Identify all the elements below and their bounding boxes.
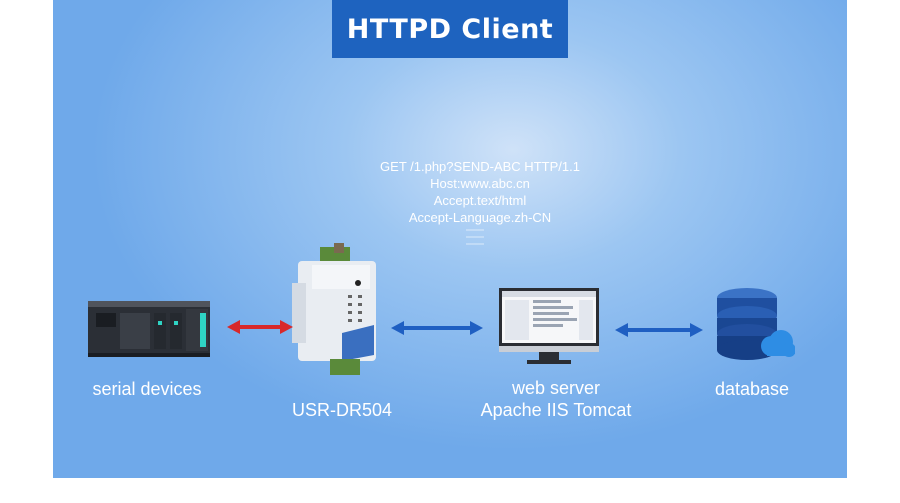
label-apache-iis-tomcat: Apache IIS Tomcat <box>480 400 632 420</box>
request-line-4: Accept-Language.zh-CN <box>408 210 552 225</box>
title-banner: HTTPD Client <box>332 0 568 58</box>
request-line-3: Accept.text/html <box>433 193 527 208</box>
arrow-server-database <box>615 323 703 337</box>
request-line-2: Host:www.abc.cn <box>430 176 530 191</box>
web-server-monitor-icon <box>499 288 599 364</box>
plc-icon <box>88 301 210 357</box>
database-icon <box>717 288 795 360</box>
request-line-1: GET /1.php?SEND-ABC HTTP/1.1 <box>380 159 580 174</box>
label-web-server: web server <box>511 378 601 398</box>
label-usr-dr504: USR-DR504 <box>291 400 393 420</box>
label-serial-devices: serial devices <box>92 379 202 399</box>
arrow-serial-device <box>227 320 293 334</box>
usr-dr504-device-icon <box>292 243 376 375</box>
arrow-device-server <box>391 321 483 335</box>
diagram-title: HTTPD Client <box>346 13 554 45</box>
label-database: database <box>714 379 790 399</box>
diagram-background <box>53 0 847 478</box>
